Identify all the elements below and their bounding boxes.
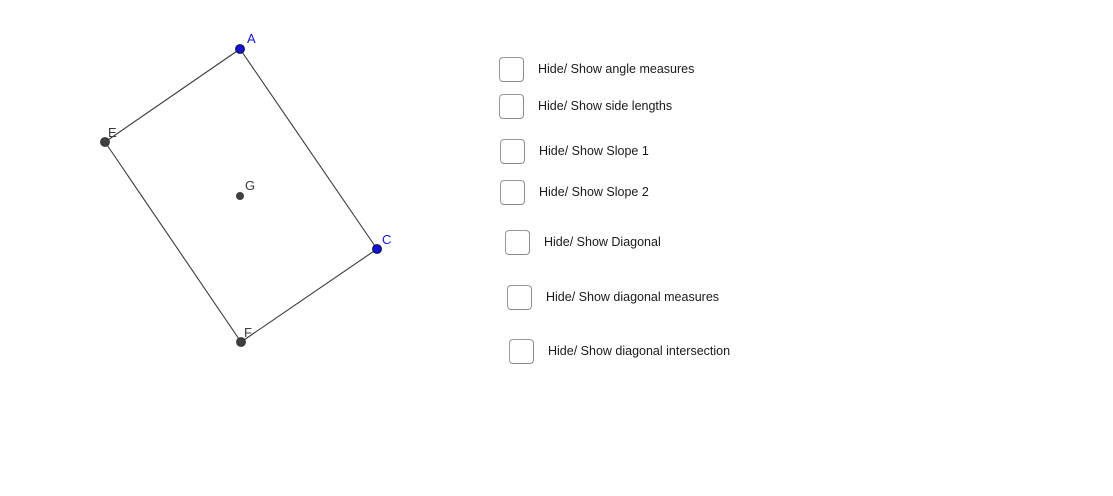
checkbox-row-side-lengths: Hide/ Show side lengths xyxy=(499,94,672,119)
checkbox-row-diagonal-measures: Hide/ Show diagonal measures xyxy=(507,285,719,310)
vertex-point-a[interactable] xyxy=(235,44,245,54)
vertex-point-e[interactable] xyxy=(100,137,110,147)
vertex-point-c[interactable] xyxy=(372,244,382,254)
checkbox-label-diagonal[interactable]: Hide/ Show Diagonal xyxy=(544,235,661,250)
checkbox-label-slope-1[interactable]: Hide/ Show Slope 1 xyxy=(539,144,649,159)
checkbox-row-angle-measures: Hide/ Show angle measures xyxy=(499,57,694,82)
vertex-label-a: A xyxy=(247,31,256,46)
checkbox-side-lengths[interactable] xyxy=(499,94,524,119)
checkbox-label-diagonal-measures[interactable]: Hide/ Show diagonal measures xyxy=(546,290,720,305)
checkbox-slope-1[interactable] xyxy=(500,139,525,164)
vertex-label-c: C xyxy=(382,232,391,247)
checkbox-label-side-lengths[interactable]: Hide/ Show side lengths xyxy=(538,99,673,114)
checkbox-label-angle-measures[interactable]: Hide/ Show angle measures xyxy=(538,62,695,77)
checkbox-label-diagonal-intersection[interactable]: Hide/ Show diagonal intersection xyxy=(548,344,731,359)
geometry-canvas[interactable]: A E C F G xyxy=(0,0,470,496)
vertex-point-f[interactable] xyxy=(236,337,246,347)
checkbox-label-slope-2[interactable]: Hide/ Show Slope 2 xyxy=(539,185,649,200)
checkbox-angle-measures[interactable] xyxy=(499,57,524,82)
checkbox-row-diagonal: Hide/ Show Diagonal xyxy=(505,230,661,255)
center-point-g[interactable] xyxy=(236,192,244,200)
vertex-label-f: F xyxy=(244,325,252,340)
vertex-labels-layer: A E C F G xyxy=(108,31,391,340)
checkbox-row-diagonal-intersection: Hide/ Show diagonal intersection xyxy=(509,339,730,364)
checkbox-diagonal-measures[interactable] xyxy=(507,285,532,310)
checkbox-row-slope-1: Hide/ Show Slope 1 xyxy=(500,139,649,164)
vertex-label-g: G xyxy=(245,178,255,193)
checkbox-diagonal-intersection[interactable] xyxy=(509,339,534,364)
geometry-svg[interactable]: A E C F G xyxy=(0,0,470,496)
vertex-label-e: E xyxy=(108,125,117,140)
checkbox-slope-2[interactable] xyxy=(500,180,525,205)
vertex-points-layer[interactable] xyxy=(100,44,382,347)
checkbox-diagonal[interactable] xyxy=(505,230,530,255)
checkbox-row-slope-2: Hide/ Show Slope 2 xyxy=(500,180,649,205)
